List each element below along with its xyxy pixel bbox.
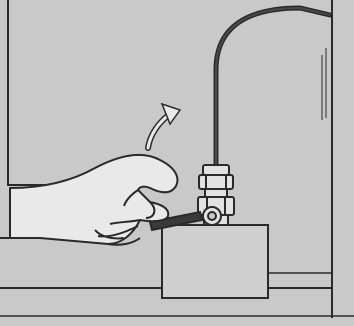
appliance-box [162,225,268,298]
